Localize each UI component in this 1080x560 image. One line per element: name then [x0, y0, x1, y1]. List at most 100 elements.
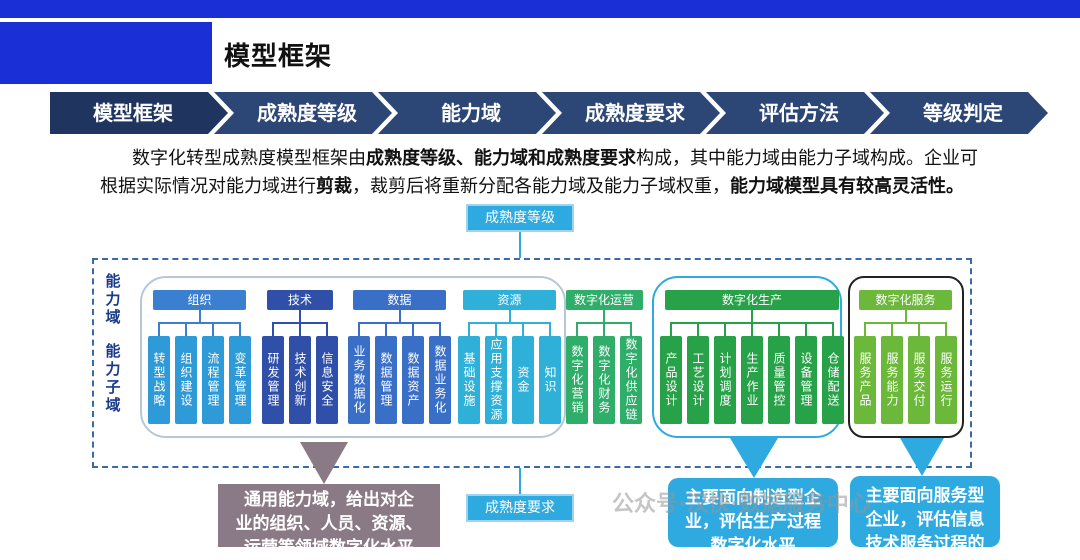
subdomain-cell: 基础设施: [458, 336, 480, 424]
subdomain-cell: 技术创新: [289, 336, 311, 424]
step-arrow-5: [706, 92, 884, 134]
capability-frame: [92, 258, 972, 468]
subdomain-cell: 数字化营销: [566, 336, 588, 424]
item-stem: [522, 322, 524, 336]
subdomain-cell: 数据管理: [375, 336, 397, 424]
item-stem: [918, 322, 920, 336]
subdomain-cell: 变革管理: [229, 336, 251, 424]
group-header-7: 数字化服务: [859, 290, 952, 310]
subdomain-cell: 数字化财务: [593, 336, 615, 424]
para-bold-3: 能力域模型具有较高灵活性。: [730, 176, 964, 197]
group-connector-7: [904, 310, 907, 322]
subdomain-cell: 仓储配送: [822, 336, 844, 424]
subdomain-cell: 设备管理: [795, 336, 817, 424]
item-stem: [495, 322, 497, 336]
group-header-4: 资源: [463, 290, 556, 310]
item-stem: [630, 322, 632, 336]
subdomain-cell: 计划调度: [714, 336, 736, 424]
step-arrow-1: [50, 92, 228, 134]
label-capability-subdomain: 能力子域: [105, 342, 121, 414]
subdomain-cell: 应用支撑资源: [485, 336, 507, 424]
subdomain-cell: 数据资产: [402, 336, 424, 424]
callout-manufacturing-line-1: 主要面向制造型企: [685, 488, 821, 508]
callout-pointer-1: [300, 442, 348, 484]
watermark-text: 公众号·汉快·数据服务中心: [612, 492, 871, 517]
callout-service-line-3: 技术服务过程的: [865, 534, 985, 554]
item-stem: [891, 322, 893, 336]
step-label-6: 等级判定: [923, 101, 1003, 125]
para-text-1: 数字化转型成熟度模型框架由: [132, 148, 366, 169]
subdomain-cell: 资金: [512, 336, 534, 424]
item-stem: [864, 322, 866, 336]
group-connector-2: [299, 310, 301, 322]
item-stem: [549, 322, 551, 336]
item-stem: [158, 322, 160, 336]
group-connector-5: [603, 310, 605, 322]
step-label-3: 能力域: [441, 101, 501, 125]
maturity-level-tag: 成熟度等级: [466, 204, 574, 232]
top-tag-connector: [519, 232, 521, 258]
callout-pointer-3: [900, 438, 944, 476]
group-connector-4: [508, 310, 511, 322]
callout-manufacturing: 主要面向制造型企 业，评估生产过程 数字化水平: [668, 478, 838, 556]
process-steps: 模型框架成熟度等级能力域成熟度要求评估方法等级判定: [50, 92, 1048, 134]
callout-service-line-2: 企业，评估信息: [865, 510, 985, 530]
subdomain-cell: 数据业务化: [429, 336, 451, 424]
group-header-5: 数字化运营: [565, 290, 643, 310]
item-stem: [299, 322, 301, 336]
subdomain-cell: 信息安全: [316, 336, 338, 424]
item-stem: [439, 322, 441, 336]
group-branch-7: [865, 322, 946, 324]
step-label-5: 评估方法: [759, 101, 839, 125]
subdomain-cell: 业务数据化: [348, 336, 370, 424]
item-stem: [603, 322, 605, 336]
step-label-1: 模型框架: [93, 101, 173, 125]
item-stem: [576, 322, 578, 336]
group-branch-4: [469, 322, 550, 324]
group-header-3: 数据: [353, 290, 446, 310]
callout-manufacturing-line-3: 数字化水平: [710, 536, 796, 556]
item-stem: [358, 322, 360, 336]
subdomain-cell: 服务能力: [881, 336, 903, 424]
callout-general-line-1: 通用能力域，给出对企: [244, 490, 414, 510]
subdomain-cell: 知识: [539, 336, 561, 424]
item-stem: [832, 322, 834, 336]
step-arrow-3: [378, 92, 556, 134]
callout-service: 主要面向服务型 企业，评估信息 技术服务过程的: [850, 476, 1000, 554]
step-arrow-6: [870, 92, 1048, 134]
item-stem: [778, 322, 780, 336]
item-stem: [805, 322, 807, 336]
item-stem: [272, 322, 274, 336]
para-bold-1: 成熟度等级、能力域和成熟度要求: [366, 148, 636, 169]
para-text-2: 构成，其中能力域由能力子域构成。企业可根据实际情况对能力域进行: [100, 148, 978, 197]
item-stem: [751, 322, 753, 336]
step-label-2: 成熟度等级: [257, 101, 357, 125]
item-stem: [670, 322, 672, 336]
subdomain-cell: 生产作业: [741, 336, 763, 424]
group-branch-1: [159, 322, 240, 324]
group-connector-1: [198, 310, 201, 322]
item-stem: [185, 322, 187, 336]
top-accent-bar: [0, 0, 1080, 18]
callout-service-line-1: 主要面向服务型: [865, 486, 985, 506]
para-text-3: ，裁剪后将重新分配各能力域及能力子域权重，: [352, 176, 730, 197]
page-title: 模型框架: [224, 42, 333, 72]
title-bar: [0, 22, 1080, 84]
subdomain-cell: 流程管理: [202, 336, 224, 424]
item-stem: [385, 322, 387, 336]
group-header-2: 技术: [267, 290, 333, 310]
subdomain-cell: 产品设计: [660, 336, 682, 424]
subdomain-cell: 服务运行: [935, 336, 957, 424]
subdomain-cell: 服务交付: [908, 336, 930, 424]
maturity-requirement-tag: 成熟度要求: [466, 494, 574, 522]
callout-general: 通用能力域，给出对企 业的组织、人员、资源、 运营等领域数字化水平: [218, 484, 440, 558]
callout-general-line-3: 运营等领域数字化水平: [244, 538, 414, 558]
item-stem: [697, 322, 699, 336]
bottom-tag-connector: [519, 468, 521, 494]
subdomain-cell: 质量管控: [768, 336, 790, 424]
step-arrow-2: [214, 92, 392, 134]
item-stem: [945, 322, 947, 336]
subdomain-cell: 数字化供应链: [620, 336, 642, 424]
group-connector-6: [751, 310, 753, 322]
subdomain-cell: 研发管理: [262, 336, 284, 424]
